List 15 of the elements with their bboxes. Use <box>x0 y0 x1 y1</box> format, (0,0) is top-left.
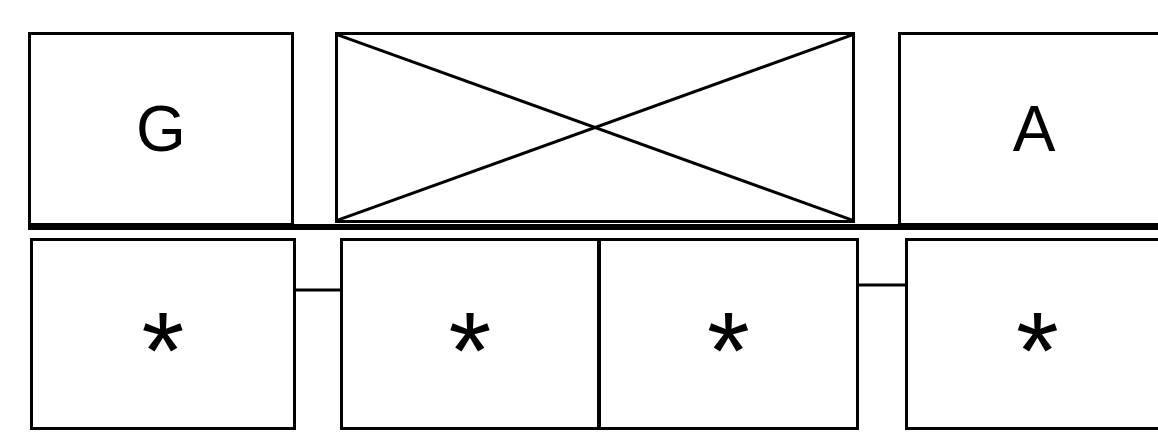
label-box <box>30 238 296 430</box>
label-box <box>898 32 1158 226</box>
box-label: A <box>1012 97 1056 161</box>
label-box <box>905 238 1158 430</box>
label-box <box>340 238 600 430</box>
asterisk-symbol: * <box>448 286 492 388</box>
crossed-box <box>335 32 855 223</box>
connector-line <box>859 283 905 287</box>
asterisk-symbol: * <box>141 286 185 388</box>
connector-line <box>296 288 340 292</box>
label-box <box>598 238 859 430</box>
label-box <box>28 32 294 226</box>
box-label: G <box>136 97 186 161</box>
asterisk-symbol: * <box>707 286 750 388</box>
asterisk-symbol: * <box>1016 286 1059 388</box>
